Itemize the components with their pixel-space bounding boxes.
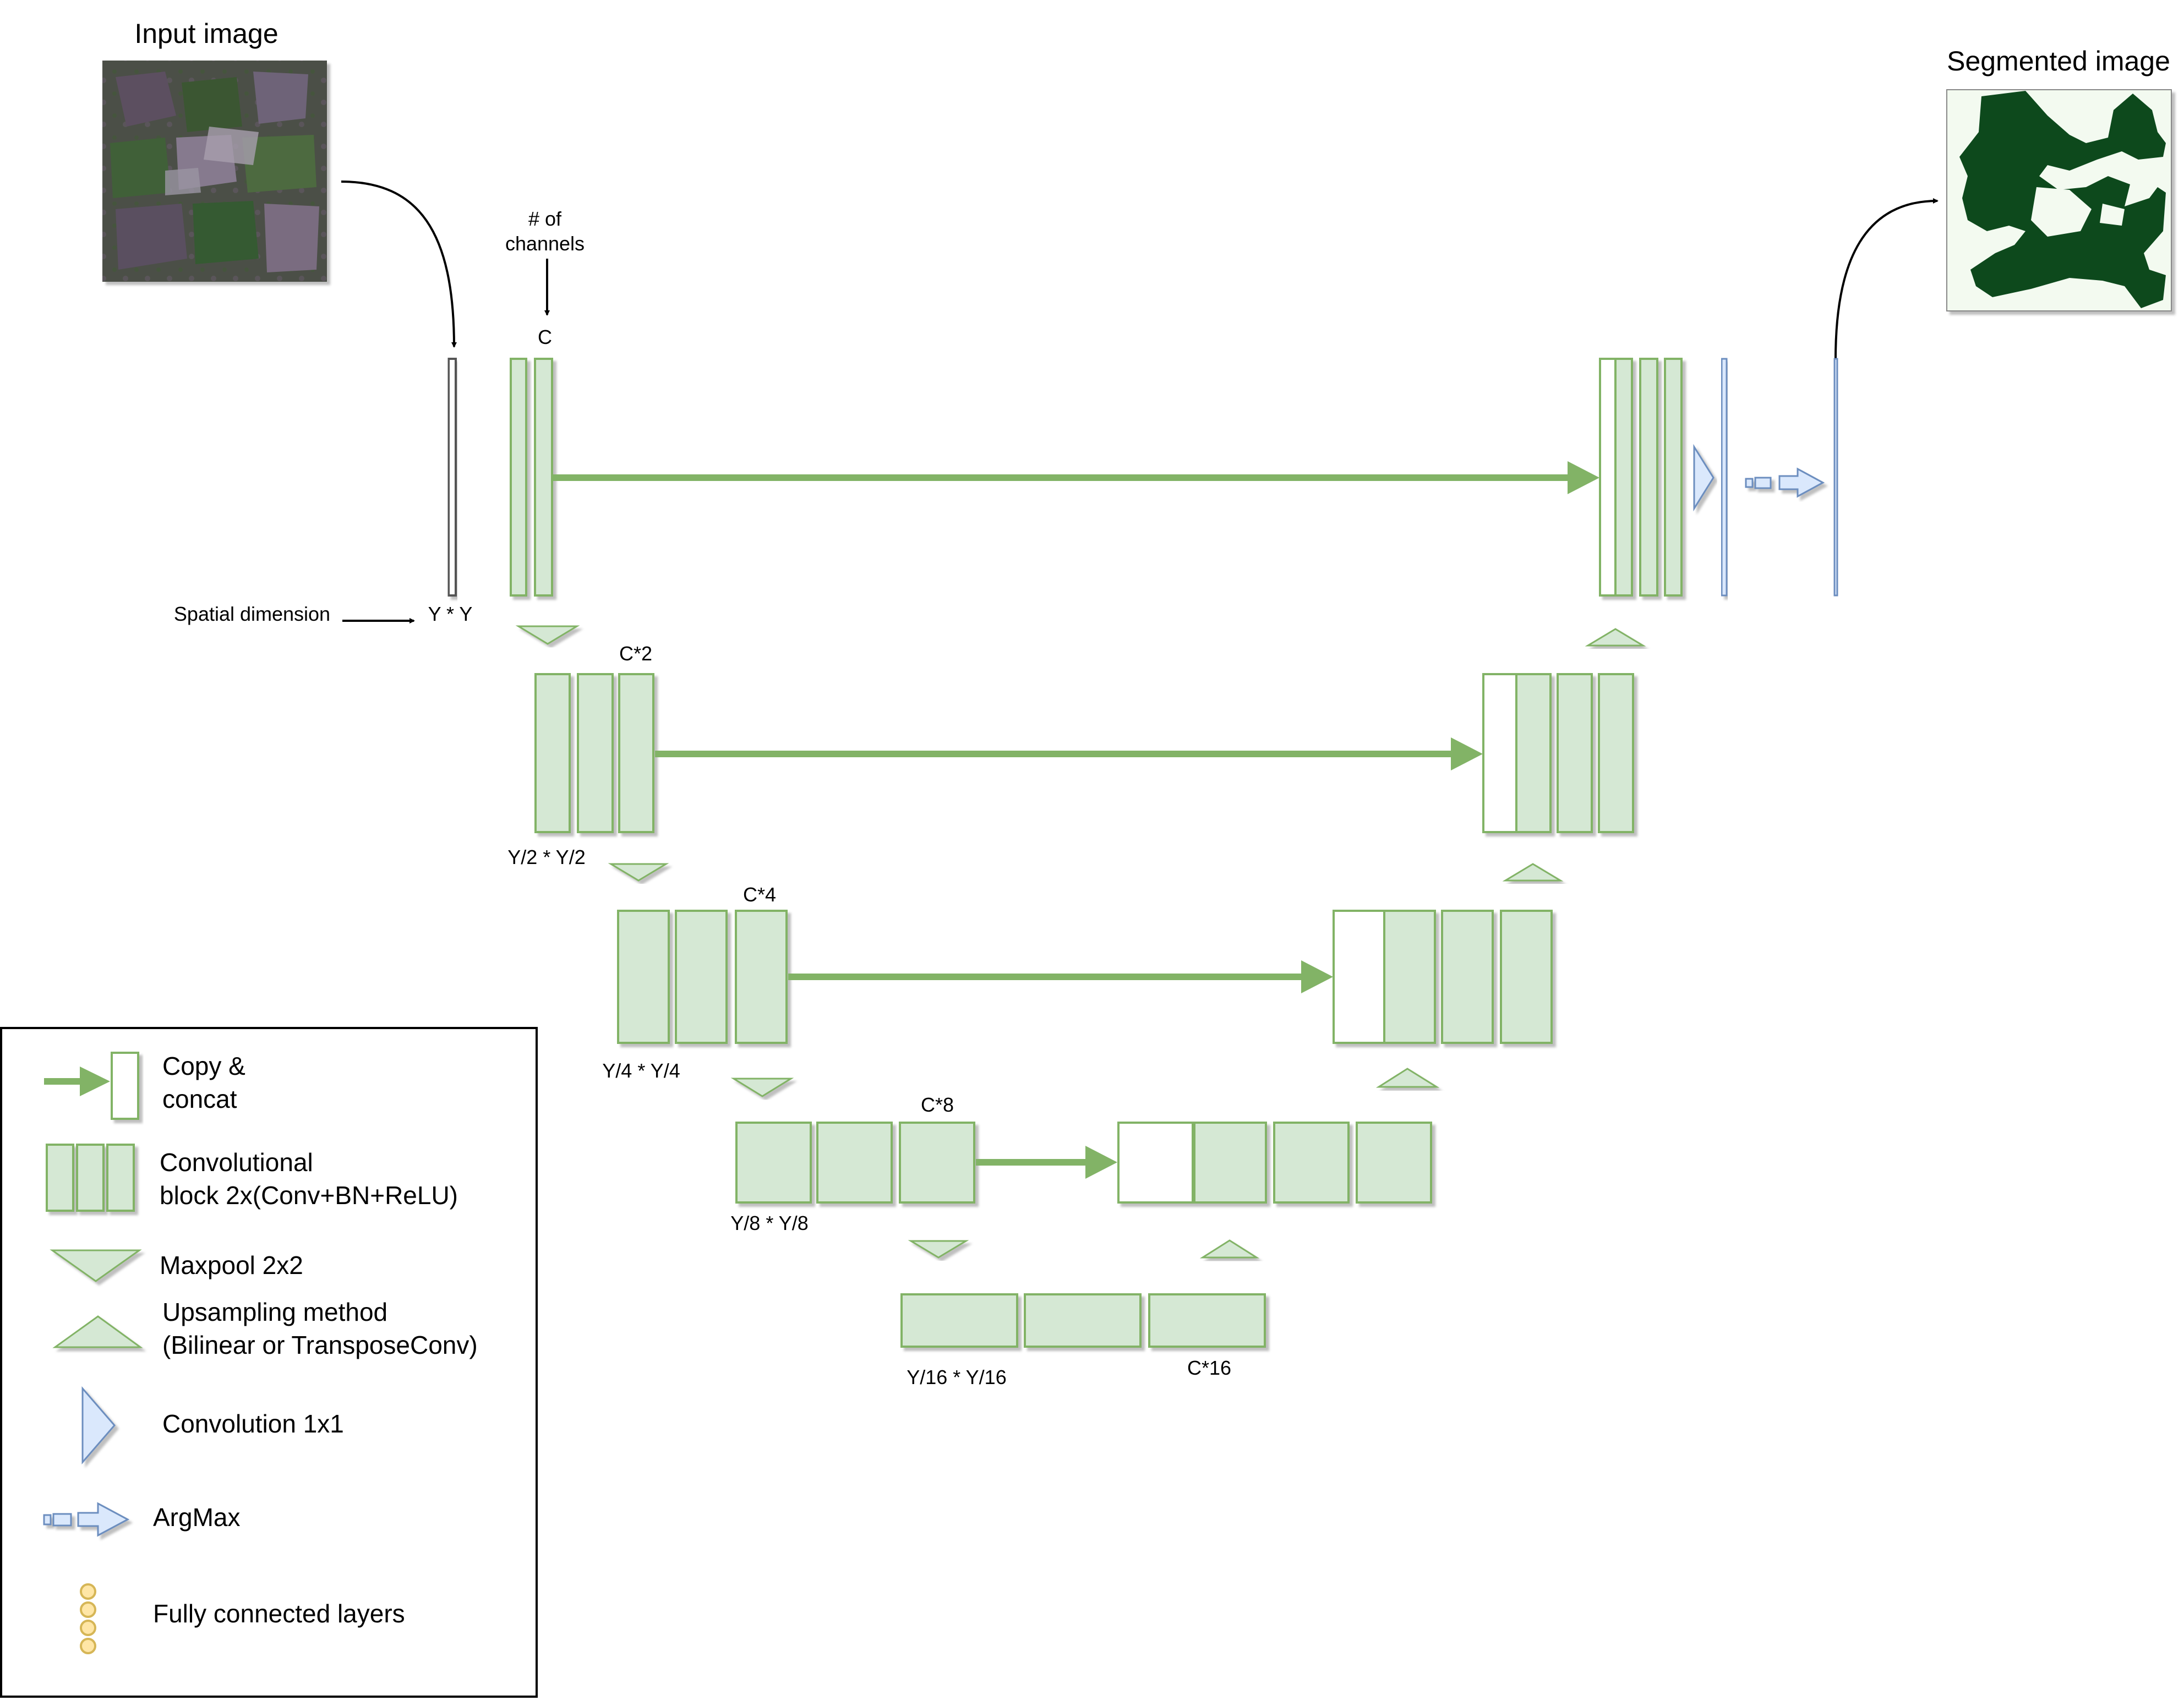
argmax-icon (1745, 467, 1825, 498)
input-layer-slab (447, 358, 457, 597)
maxpool-icon (608, 863, 669, 882)
upsampling-icon (1375, 1068, 1440, 1088)
legend-conv-block-label-1: Convolutional (160, 1148, 313, 1177)
input-image-title: Input image (134, 18, 278, 49)
upsampling-icon (1502, 863, 1564, 882)
output-layer-slab (1833, 358, 1838, 597)
size-label-y4: Y/4 * Y/4 (602, 1059, 680, 1082)
spatial-dimension-annotation: Spatial dimension (174, 603, 330, 625)
logits-layer-slab (1721, 358, 1728, 597)
legend-upsampling-label-1: Upsampling method (162, 1298, 387, 1326)
decoder-level4-block (1117, 1122, 1432, 1204)
channels-annotation-line2: channels (505, 232, 585, 255)
channel-label-c16: C*16 (1187, 1357, 1231, 1379)
legend-copy-concat-icon (44, 1052, 139, 1120)
input-satellite-image (102, 61, 327, 282)
channel-label-c8: C*8 (921, 1093, 954, 1116)
legend-copy-concat-label-2: concat (162, 1085, 237, 1113)
legend-conv-block-label-2: block 2x(Conv+BN+ReLU) (160, 1181, 458, 1210)
encoder-level2-block (534, 673, 654, 833)
channel-label-c2: C*2 (619, 642, 652, 665)
legend-fully-connected-icon (80, 1583, 96, 1654)
size-label-y16: Y/16 * Y/16 (907, 1366, 1006, 1388)
legend-copy-concat-label-1: Copy & (162, 1052, 245, 1080)
encoder-level3-block (617, 910, 788, 1044)
size-label-y: Y * Y (428, 603, 473, 625)
legend-maxpool-label: Maxpool 2x2 (160, 1251, 303, 1280)
convolution-1x1-icon (1693, 444, 1715, 512)
legend-convolution-1x1-label: Convolution 1x1 (162, 1409, 344, 1438)
legend-argmax-label: ArgMax (153, 1503, 240, 1532)
channels-annotation-line1: # of (528, 207, 562, 230)
decoder-level1-block (1599, 358, 1683, 597)
channel-label-c: C (538, 326, 552, 348)
maxpool-icon (515, 625, 580, 645)
upsampling-icon (1585, 628, 1646, 647)
maxpool-icon (730, 1078, 794, 1097)
skip-connection-level1 (553, 461, 1599, 494)
channel-label-c4: C*4 (743, 883, 776, 906)
segmented-output-image (1946, 89, 2172, 311)
legend-argmax-icon (43, 1502, 130, 1537)
legend-upsampling-icon (52, 1315, 143, 1348)
encoder-level4-block (735, 1122, 975, 1204)
skip-connection-level3 (788, 960, 1333, 993)
decoder-level2-block (1482, 673, 1634, 833)
decoder-level3-block (1333, 910, 1553, 1044)
upsampling-icon (1199, 1239, 1260, 1259)
maxpool-icon (908, 1240, 969, 1259)
legend-fully-connected-label: Fully connected layers (153, 1599, 405, 1628)
input-to-net-arrow (341, 181, 457, 348)
net-to-output-arrow (1834, 198, 1939, 359)
encoder-level1-block (510, 358, 553, 597)
legend-maxpool-icon (50, 1249, 142, 1282)
size-label-y8: Y/8 * Y/8 (730, 1212, 808, 1234)
legend-upsampling-label-2: (Bilinear or TransposeConv) (162, 1331, 478, 1359)
skip-connection-level4 (976, 1146, 1117, 1179)
bottleneck-block (900, 1293, 1266, 1348)
legend-conv-block-icon (46, 1144, 135, 1212)
legend-convolution-1x1-icon (81, 1386, 116, 1465)
size-label-y2: Y/2 * Y/2 (507, 846, 585, 868)
skip-connection-level2 (655, 737, 1483, 770)
segmented-image-title: Segmented image (1947, 46, 2170, 76)
